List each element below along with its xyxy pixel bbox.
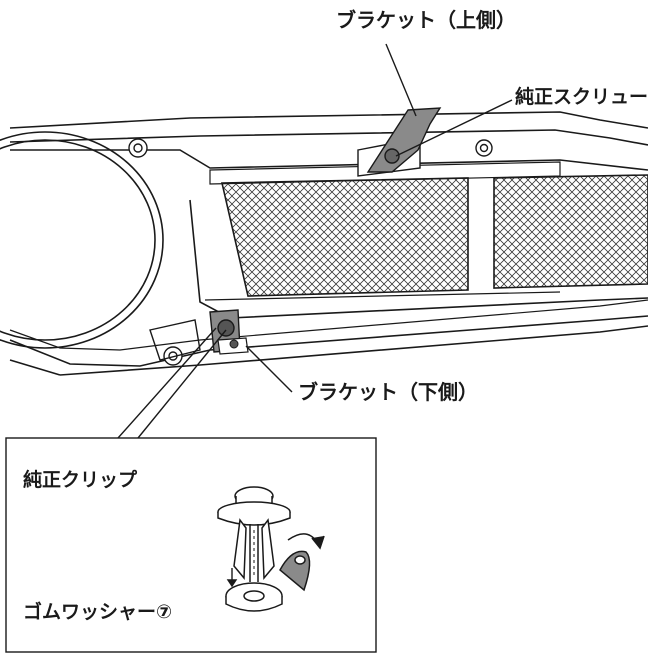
upper-bracket [357, 107, 442, 177]
screw-bosses [128, 138, 493, 366]
mesh-grille-left [220, 177, 469, 297]
speaker-opening [0, 131, 164, 349]
rubber-washer [225, 582, 283, 612]
clip-detail [217, 486, 291, 582]
detail-callout [5, 327, 377, 653]
label-rubber-washer: ゴムワッシャー⑦ [23, 601, 173, 623]
rotation-arrow-icon [287, 533, 325, 550]
label-bracket-lower: ブラケット（下側） [298, 380, 478, 404]
label-genuine-clip: 純正クリップ [23, 469, 138, 491]
label-bracket-upper: ブラケット（上側） [336, 8, 516, 32]
down-arrow-icon [226, 568, 238, 588]
washer-tab [279, 550, 311, 592]
mesh-grille-right [493, 174, 648, 289]
label-genuine-screw: 純正スクリュー [515, 86, 648, 108]
lower-bracket [209, 309, 249, 355]
